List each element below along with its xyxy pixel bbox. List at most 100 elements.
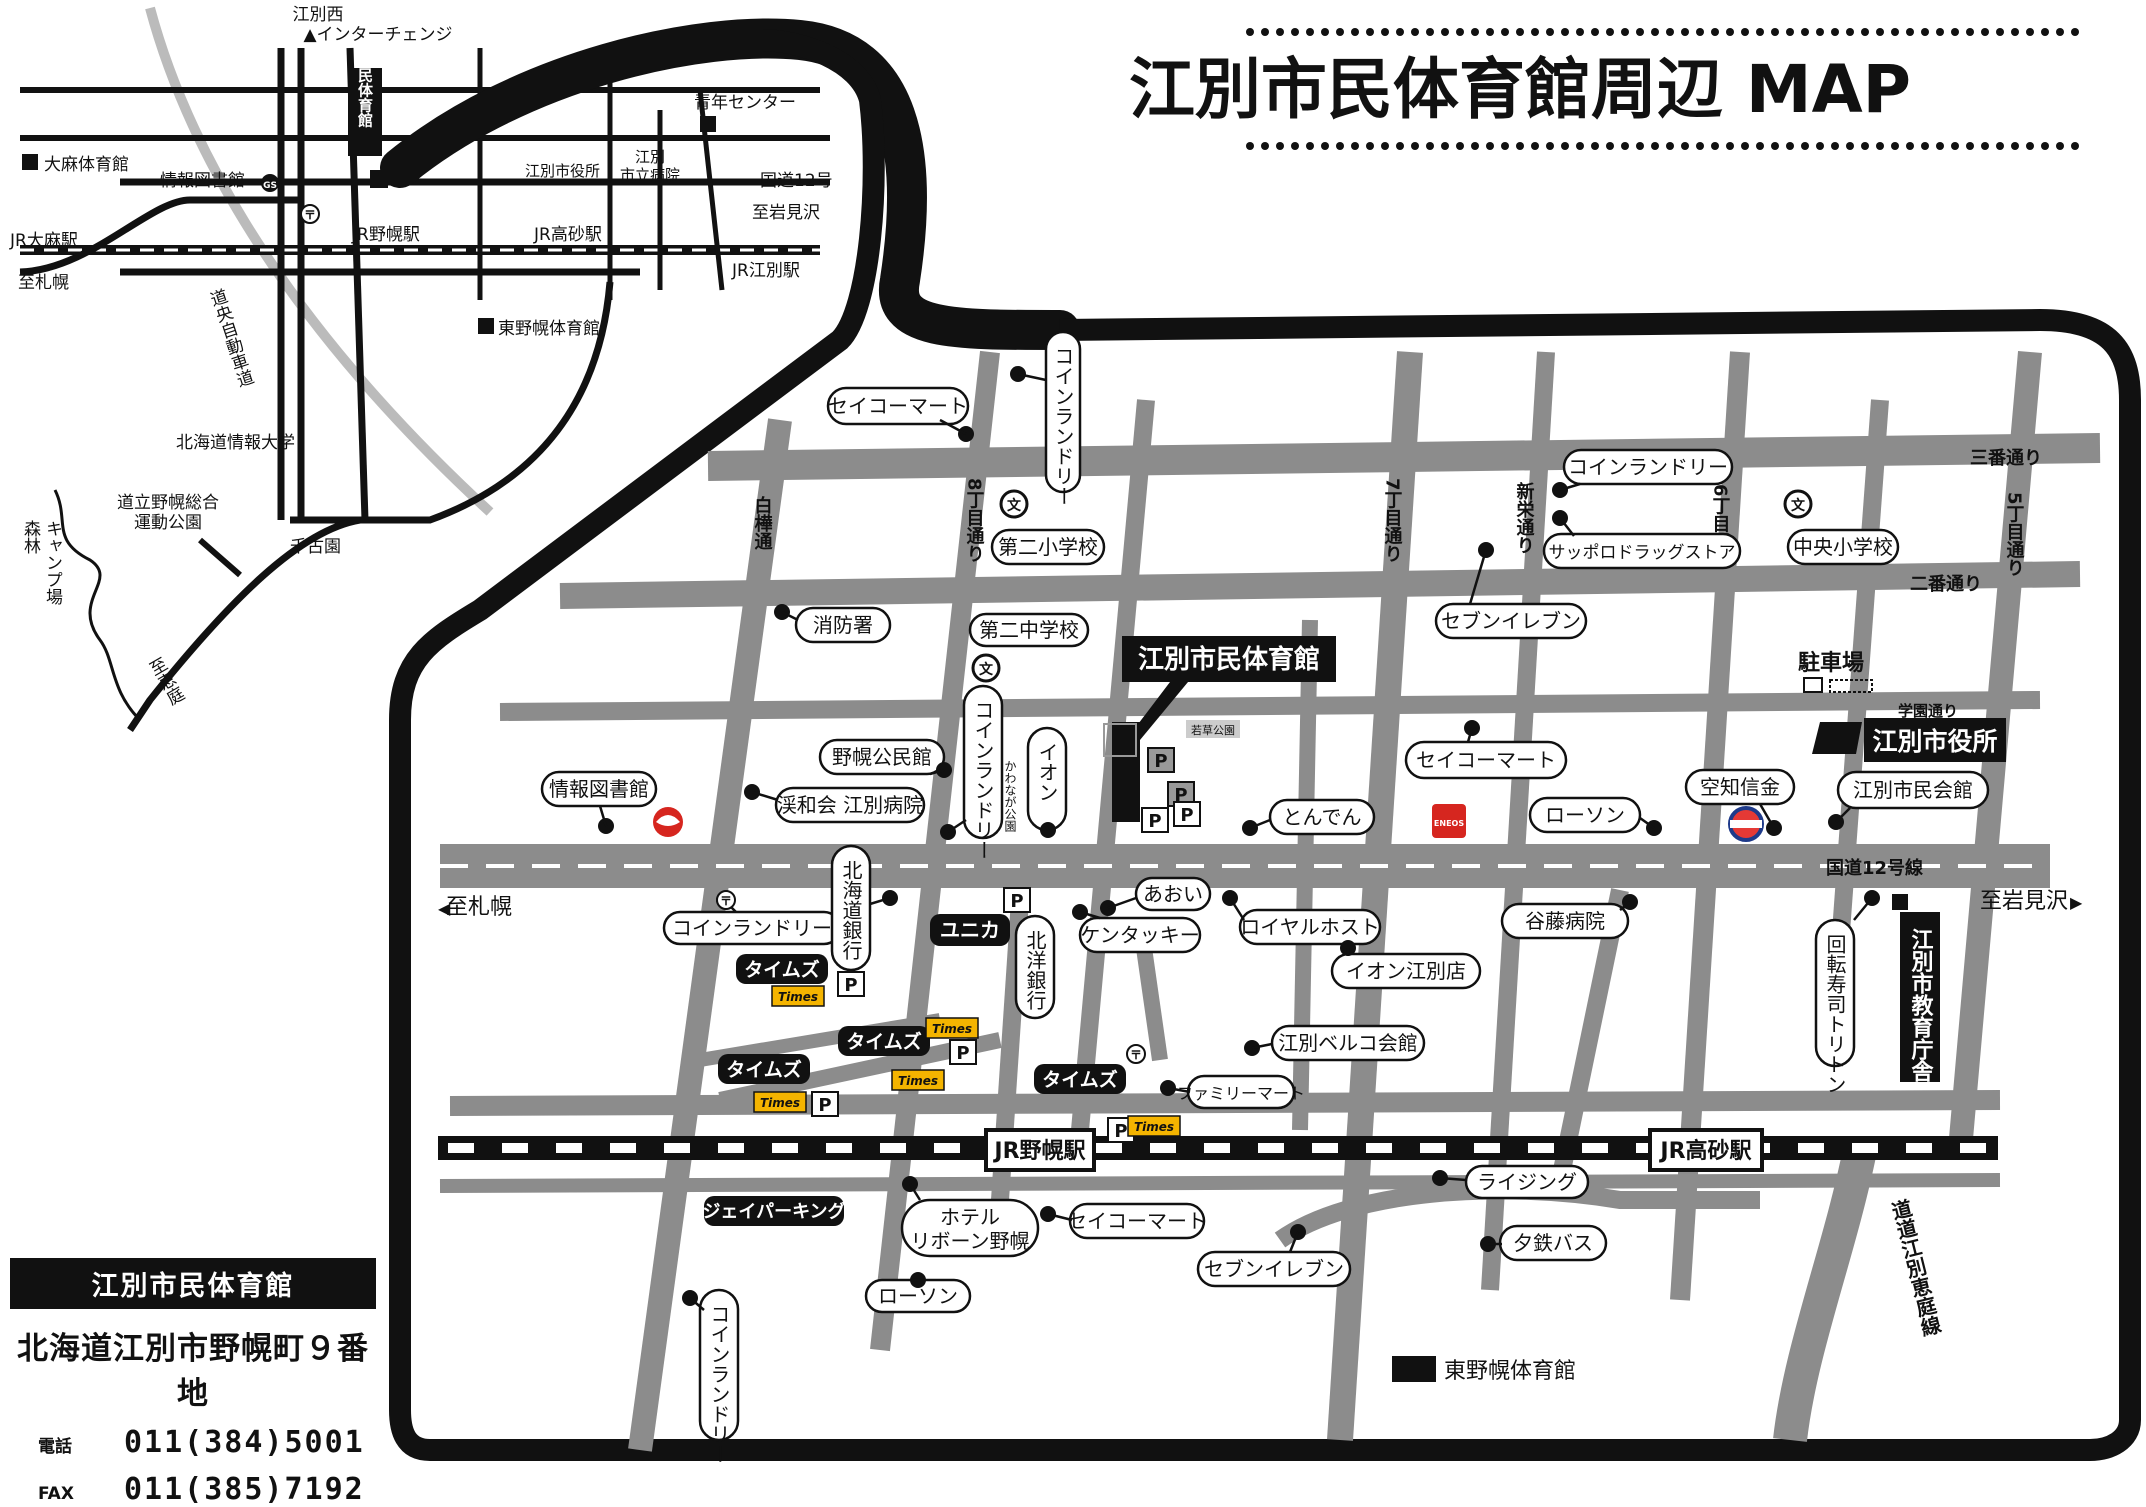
board-of-education[interactable]: 江別市教育庁舎: [1892, 894, 1940, 1083]
unica-label[interactable]: ユニカ: [930, 914, 1010, 946]
road-1: [559, 561, 2081, 609]
overview-map: [19, 6, 830, 732]
label-aeon_ebetsu[interactable]: イオン江別店: [1330, 940, 1482, 990]
svg-text:タイムズ: タイムズ: [846, 1030, 922, 1053]
label-laundry1[interactable]: コインランドリー: [1010, 330, 1082, 506]
label-fire[interactable]: 消防署: [774, 604, 892, 644]
svg-text:消防署: 消防署: [813, 613, 873, 637]
city-hall-marker[interactable]: 江別市役所: [1812, 718, 2006, 762]
label-tanifuji[interactable]: 谷藤病院: [1500, 894, 1638, 940]
svg-text:学園通り: 学園通り: [1898, 702, 1958, 720]
label-jhs2[interactable]: 第二中学校: [968, 612, 1090, 648]
label-citizen_hall[interactable]: 江別市民会館: [1828, 770, 1990, 830]
parking-icon-7: P: [811, 1091, 839, 1117]
label-royal[interactable]: ロイヤルホスト: [1222, 890, 1382, 946]
label-lawson1[interactable]: ローソン: [1528, 796, 1662, 836]
post-office-icon-1: 〒: [716, 890, 736, 910]
svg-text:◀: ◀: [438, 899, 451, 918]
label-seico3[interactable]: セイコーマート: [1040, 1202, 1207, 1240]
road-9: [1327, 351, 1423, 1441]
label-sapporo_drug[interactable]: サッポロドラッグストア: [1542, 510, 1742, 570]
label-hokuyo[interactable]: 北洋銀行: [1014, 914, 1056, 1020]
svg-text:白樺通: 白樺通: [752, 495, 773, 551]
svg-text:至岩見沢: 至岩見沢: [752, 203, 820, 223]
road-10: [1481, 351, 1555, 1291]
svg-text:東野幌体育館: 東野幌体育館: [498, 319, 600, 339]
jr-nopporo-station[interactable]: JR野幌駅: [984, 1128, 1096, 1172]
svg-text:野幌公民館: 野幌公民館: [832, 745, 932, 769]
svg-text:イオン江別店: イオン江別店: [1346, 959, 1466, 983]
svg-text:千古園: 千古園: [290, 537, 341, 557]
svg-text:森林: 森林: [20, 520, 41, 554]
svg-text:セイコーマート: セイコーマート: [828, 394, 968, 418]
label-kfc[interactable]: ケンタッキー: [1072, 904, 1202, 954]
label-laundry4[interactable]: コインランドリー: [662, 892, 842, 946]
svg-text:運動公園: 運動公園: [134, 513, 202, 533]
svg-text:コインランドリー: コインランドリー: [672, 916, 832, 940]
svg-text:JR高砂駅: JR高砂駅: [533, 225, 602, 245]
label-seven1[interactable]: セブンイレブン: [1434, 542, 1588, 640]
label-laundry5[interactable]: コインランドリー: [682, 1288, 740, 1464]
label-lawson2[interactable]: ローソン: [864, 1272, 972, 1314]
label-chuo_school[interactable]: 中央小学校: [1786, 528, 1900, 566]
label-sorachi[interactable]: 空知信金: [1684, 768, 1796, 836]
label-family[interactable]: ファミリーマート: [1160, 1074, 1305, 1110]
label-school2[interactable]: 第二小学校: [990, 528, 1106, 566]
svg-text:ユニカ: ユニカ: [940, 918, 1000, 942]
svg-text:P: P: [1114, 1121, 1127, 1142]
jr-takasago-station[interactable]: JR高砂駅: [1648, 1128, 1764, 1172]
svg-text:キャンプ場: キャンプ場: [42, 520, 63, 606]
label-aoi[interactable]: あおい: [1100, 876, 1212, 916]
label-belco[interactable]: 江別ベルコ会館: [1244, 1024, 1426, 1062]
svg-text:P: P: [1148, 811, 1161, 832]
label-library[interactable]: 情報図書館: [540, 770, 658, 834]
label-laundry2[interactable]: コインランドリー: [1552, 448, 1734, 498]
svg-text:北海道情報大学: 北海道情報大学: [176, 433, 295, 453]
label-sushi[interactable]: 回転寿司トリトン: [1814, 890, 1880, 1094]
svg-text:P: P: [1010, 891, 1023, 912]
overview-gym-box: [348, 68, 382, 156]
j-parking-label[interactable]: ジェイパーキング: [702, 1196, 846, 1226]
svg-text:ケンタッキー: ケンタッキー: [1080, 923, 1199, 947]
place-labels: セイコーマートコインランドリーコインランドリーサッポロドラッグストア第二小学校中…: [540, 330, 1990, 1464]
sorachi-bank-logo: [1728, 806, 1764, 842]
svg-text:あおい: あおい: [1143, 882, 1203, 906]
svg-text:江別: 江別: [635, 148, 665, 166]
label-tonden[interactable]: とんでん: [1242, 798, 1376, 836]
label-hospital[interactable]: 渓和会 江別病院: [744, 784, 926, 824]
svg-text:セイコーマート: セイコーマート: [1067, 1209, 1207, 1233]
svg-text:市立病院: 市立病院: [620, 166, 680, 184]
expressway-curve: [145, 6, 494, 516]
label-yutetsu[interactable]: 夕鉄バス: [1480, 1224, 1608, 1262]
times-label-2[interactable]: タイムズ: [838, 1026, 930, 1056]
label-seven2[interactable]: セブンイレブン: [1196, 1224, 1352, 1288]
svg-text:至札幌: 至札幌: [18, 273, 69, 293]
label-seico1[interactable]: セイコーマート: [826, 386, 974, 442]
label-aeon[interactable]: イオン: [1026, 726, 1068, 838]
post-office-icon-3: 〒: [300, 204, 320, 224]
map-canvas: 江別市民体育館周辺 MAP 江別西 ▲インターチェンジ 市民体育館 大麻体育館 …: [9, 5, 2141, 1464]
label-seico2[interactable]: セイコーマート: [1404, 720, 1568, 780]
label-rising[interactable]: ライジング: [1432, 1164, 1590, 1200]
eneos-logo: ENEOS: [1432, 804, 1466, 838]
times-label-4[interactable]: タイムズ: [1034, 1064, 1126, 1094]
wakakusa-park-label: 若草公園: [1191, 724, 1235, 737]
svg-text:JR江別駅: JR江別駅: [731, 261, 800, 281]
svg-text:道央自動車道: 道央自動車道: [204, 287, 255, 390]
label-hokkaido_bank[interactable]: 北海道銀行: [830, 844, 898, 972]
school-icon-chuo: 文: [1783, 489, 1813, 519]
times-label-3[interactable]: タイムズ: [718, 1054, 810, 1084]
parking-icon-3: P: [1173, 801, 1201, 827]
svg-text:江別市民体育館: 江別市民体育館: [1138, 644, 1320, 675]
main-gym[interactable]: 江別市民体育館: [1103, 636, 1336, 822]
svg-text:Times: Times: [932, 1022, 972, 1036]
tel-number[interactable]: 011(384)5001: [124, 1425, 365, 1460]
higashi-gym-label: 東野幌体育館: [1444, 1359, 1576, 1384]
label-laundry3[interactable]: コインランドリー: [940, 684, 1004, 860]
times-label-1[interactable]: タイムズ: [736, 954, 828, 984]
label-nopporo_hall[interactable]: 野幌公民館: [818, 738, 952, 778]
svg-text:夕鉄バス: 夕鉄バス: [1513, 1231, 1593, 1255]
svg-text:イオン: イオン: [1035, 742, 1059, 802]
svg-text:江別市民会館: 江別市民会館: [1853, 778, 1973, 802]
